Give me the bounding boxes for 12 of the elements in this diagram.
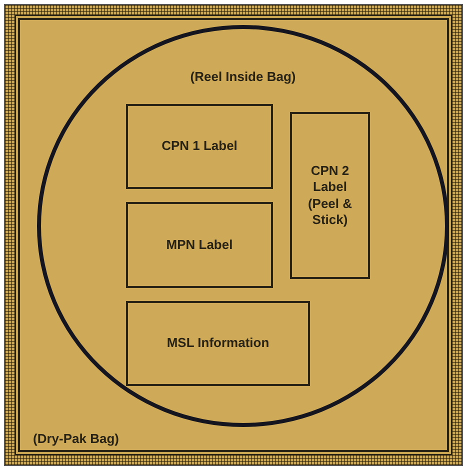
label-box	[126, 104, 273, 189]
label-box	[126, 202, 273, 288]
label-box	[126, 301, 310, 386]
label-text: MPN Label	[165, 236, 234, 254]
bag-outline	[4, 4, 463, 466]
reel-caption: (Reel Inside Bag)	[190, 69, 296, 86]
bag-caption: (Dry-Pak Bag)	[33, 430, 119, 447]
reel-circle	[37, 25, 449, 427]
label-text: CPN 2 Label (Peel & Stick)	[306, 163, 354, 228]
label-text: CPN 1 Label	[160, 138, 238, 155]
label-text: MSL Information	[166, 335, 270, 352]
label-box	[290, 112, 370, 279]
